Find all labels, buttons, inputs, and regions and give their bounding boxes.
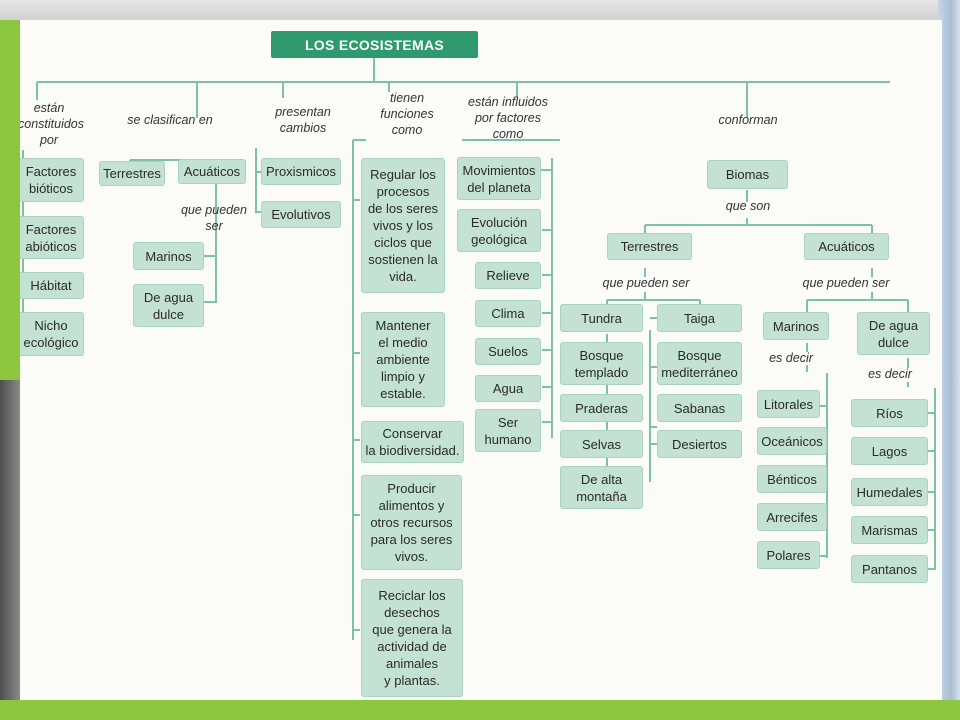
connector-conforman: conforman	[718, 113, 778, 127]
node-evolutivos: Evolutivos	[261, 201, 341, 228]
node-sabanas: Sabanas	[657, 394, 742, 422]
node-marismas: Marismas	[851, 516, 928, 544]
window-left-shadow	[0, 380, 20, 700]
node-nicho-ecologico: Nicho ecológico	[20, 312, 84, 356]
node-agua-dulce-biomas: De agua dulce	[857, 312, 930, 355]
connector-que-son: que son	[725, 199, 771, 213]
node-litorales: Litorales	[757, 390, 820, 418]
node-selvas: Selvas	[560, 430, 643, 458]
node-funcion-regular: Regular los procesos de los seres vivos …	[361, 158, 445, 293]
node-humedales: Humedales	[851, 478, 928, 506]
connector-constituidos: están constituidos por	[20, 101, 85, 147]
window-right-border	[938, 0, 960, 700]
node-movimientos-planeta: Movimientos del planeta	[457, 157, 541, 200]
node-acuaticos-clasif: Acuáticos	[178, 159, 246, 184]
node-terrestres-clasif: Terrestres	[99, 161, 165, 186]
node-marinos-clasif: Marinos	[133, 242, 204, 270]
node-desiertos: Desiertos	[657, 430, 742, 458]
node-rios: Ríos	[851, 399, 928, 427]
node-pantanos: Pantanos	[851, 555, 928, 583]
node-proxismicos: Proxismicos	[261, 158, 341, 185]
node-polares: Polares	[757, 541, 820, 569]
node-biomas: Biomas	[707, 160, 788, 189]
connector-que-pueden-ser-acuaticos: que pueden ser	[802, 276, 890, 290]
connector-es-decir-dulce: es decir	[868, 367, 912, 381]
connector-que-pueden-ser-clasif: que pueden ser	[180, 203, 248, 233]
node-benticos: Bénticos	[757, 465, 827, 493]
window-top-bar	[0, 0, 960, 20]
node-praderas: Praderas	[560, 394, 643, 422]
connector-lines	[22, 58, 936, 640]
node-ser-humano: Ser humano	[475, 409, 541, 452]
node-habitat: Hábitat	[20, 272, 84, 299]
connector-que-pueden-ser-terrestres: que pueden ser	[602, 276, 690, 290]
node-clima: Clima	[475, 300, 541, 327]
connector-es-decir-marinos: es decir	[769, 351, 813, 365]
node-biomas-terrestres: Terrestres	[607, 233, 692, 260]
node-biomas-acuaticos: Acuáticos	[804, 233, 889, 260]
node-evolucion-geologica: Evolución geológica	[457, 209, 541, 252]
node-bosque-mediterraneo: Bosque mediterráneo	[657, 342, 742, 385]
connector-funciones: tienen funciones como	[380, 91, 434, 137]
node-lagos: Lagos	[851, 437, 928, 465]
node-funcion-mantener: Mantener el medio ambiente limpio y esta…	[361, 312, 445, 407]
diagram-title: LOS ECOSISTEMAS	[271, 31, 478, 58]
node-oceanicos: Oceánicos	[757, 427, 827, 455]
node-agua-dulce-clasif: De agua dulce	[133, 284, 204, 327]
node-agua: Agua	[475, 375, 541, 402]
node-factores-abioticos: Factores abióticos	[20, 216, 84, 259]
node-relieve: Relieve	[475, 262, 541, 289]
node-bosque-templado: Bosque templado	[560, 342, 643, 385]
node-taiga: Taiga	[657, 304, 742, 332]
node-alta-montana: De alta montaña	[560, 466, 643, 509]
node-factores-bioticos: Factores bióticos	[20, 158, 84, 202]
connector-clasifican: se clasifican en	[127, 113, 213, 127]
node-tundra: Tundra	[560, 304, 643, 332]
node-arrecifes: Arrecifes	[757, 503, 827, 531]
node-funcion-conservar: Conservar la biodiversidad.	[361, 421, 464, 463]
node-funcion-producir: Producir alimentos y otros recursos para…	[361, 475, 462, 570]
node-funcion-reciclar: Reciclar los desechos que genera la acti…	[361, 579, 463, 697]
node-suelos: Suelos	[475, 338, 541, 365]
concept-map-sheet: LOS ECOSISTEMAS están constituidos por F…	[20, 20, 942, 700]
connector-factores: están influidos por factores como	[468, 95, 548, 141]
node-marinos-biomas: Marinos	[763, 312, 829, 340]
connector-cambios: presentan cambios	[275, 105, 331, 135]
